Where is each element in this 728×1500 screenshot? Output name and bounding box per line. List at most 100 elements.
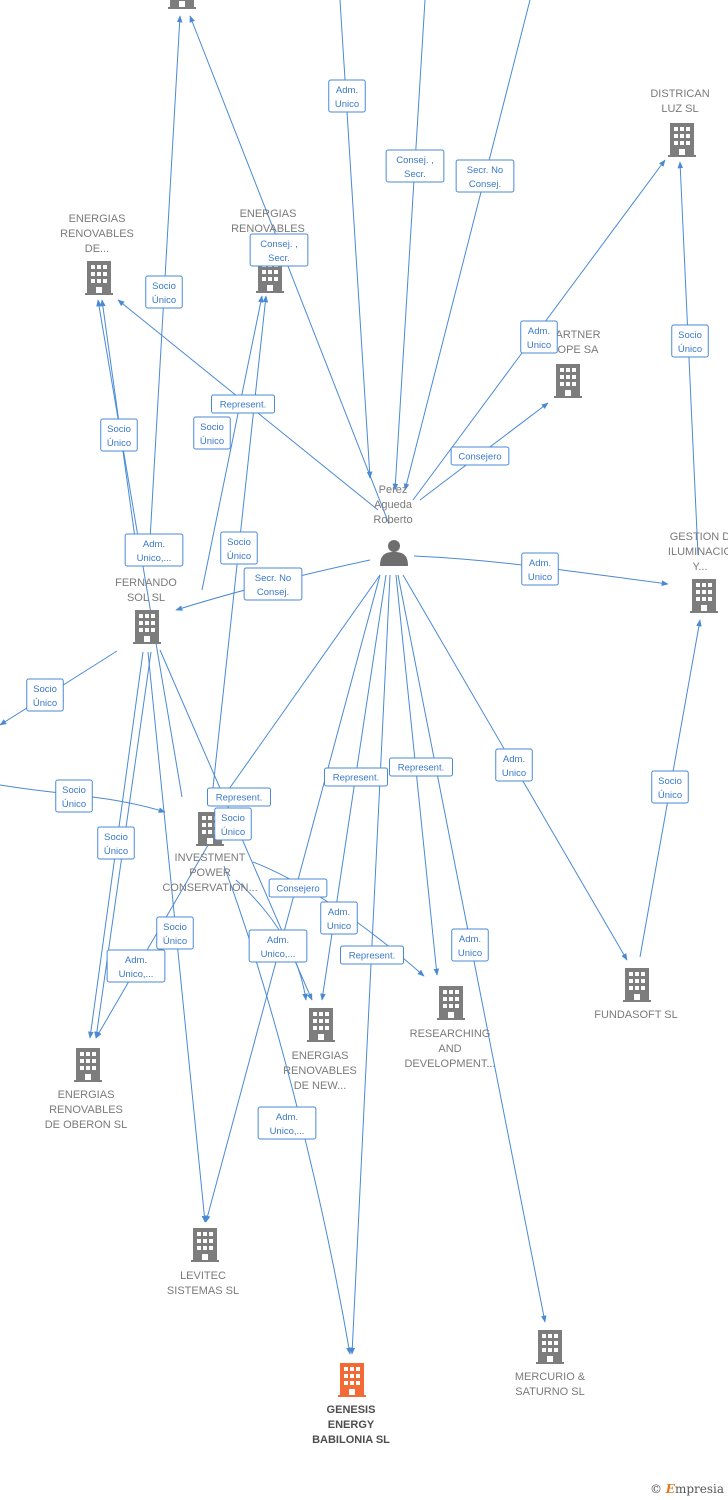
node-levitec[interactable]: LEVITEC SISTEMAS SL bbox=[167, 1228, 239, 1297]
edge-label-text: Único bbox=[107, 438, 131, 449]
node-er-de[interactable]: ENERGIASRENOVABLESDE... bbox=[60, 213, 134, 295]
edge-label-l1[interactable]: Adm.Unico bbox=[328, 79, 366, 113]
edge-label-text: Represent. bbox=[398, 763, 444, 774]
edge-label-l11[interactable]: Consejero bbox=[450, 446, 510, 466]
node-label-line: MERCURIO & bbox=[515, 1371, 586, 1383]
node-label-line: RENOVABLES bbox=[60, 228, 134, 240]
edge-label-text: Adm. bbox=[528, 326, 550, 337]
edge-label-l30[interactable]: Represent. bbox=[340, 945, 404, 965]
edge-label-l18[interactable]: Represent. bbox=[324, 767, 388, 787]
node-label-line: Agueda bbox=[374, 499, 413, 511]
edge-label-box bbox=[55, 779, 93, 813]
edge-label-text: Unico,... bbox=[270, 1126, 305, 1137]
edge-label-l12[interactable]: Adm.Unico,... bbox=[124, 533, 184, 567]
edge-label-l6[interactable]: Adm.Unico bbox=[520, 320, 558, 354]
edge-label-text: Consej. , bbox=[260, 239, 298, 250]
node-gestion[interactable]: GESTION DILUMINACIOY... bbox=[668, 531, 728, 613]
node-label-line: ENERGIAS bbox=[58, 1089, 115, 1101]
edge-label-l32[interactable]: Adm. Unico,... bbox=[257, 1106, 317, 1140]
edge-label-l25[interactable]: Consejero bbox=[268, 878, 328, 898]
edge-label-text: Único bbox=[227, 551, 251, 562]
edge-label-box bbox=[520, 320, 558, 354]
edge-label-box bbox=[145, 275, 183, 309]
node-label-line: DISTRICAN bbox=[650, 88, 709, 100]
edge-label-box bbox=[328, 79, 366, 113]
edge-label-text: Adm. bbox=[276, 1112, 298, 1123]
building-icon bbox=[191, 1228, 219, 1262]
node-top[interactable] bbox=[168, 0, 196, 9]
edge-label-box bbox=[220, 531, 258, 565]
edge-label-l26[interactable]: Adm.Unico bbox=[320, 901, 358, 935]
edge-label-l21[interactable]: Represent. bbox=[207, 787, 271, 807]
edge-label-text: Consej. bbox=[469, 179, 501, 190]
node-label-line: SISTEMAS SL bbox=[167, 1285, 239, 1297]
edge-label-box bbox=[248, 929, 308, 963]
edge-label-l29[interactable]: Adm.Unico,... bbox=[106, 949, 166, 983]
edge-label-text: Socio bbox=[678, 330, 702, 341]
node-label-line: LEVITEC bbox=[180, 1270, 226, 1282]
edge-label-l28[interactable]: Adm.Unico,... bbox=[248, 929, 308, 963]
edge-24 bbox=[216, 574, 381, 807]
edge-label-text: Adm. bbox=[336, 85, 358, 96]
edge-label-l2[interactable]: Consej. ,Secr. bbox=[385, 149, 445, 183]
node-researching[interactable]: RESEARCHINGANDDEVELOPMENT... bbox=[404, 986, 496, 1070]
building-icon bbox=[133, 610, 161, 644]
building-icon bbox=[623, 968, 651, 1002]
node-label-line: BABILONIA SL bbox=[312, 1434, 390, 1446]
edge-label-box bbox=[26, 678, 64, 712]
edge-label-box bbox=[257, 1106, 317, 1140]
edges-layer bbox=[0, 0, 702, 1355]
node-mercurio[interactable]: MERCURIO &SATURNO SL bbox=[515, 1330, 586, 1398]
edge-13 bbox=[677, 161, 699, 556]
node-investment[interactable]: INVESTMENTPOWERCONSERVATION... bbox=[162, 812, 258, 894]
edge-label-text: Consej. bbox=[257, 587, 289, 598]
edge-label-box bbox=[243, 567, 303, 601]
edge-label-text: Unico,... bbox=[137, 553, 172, 564]
edge-label-l19[interactable]: Represent. bbox=[389, 757, 453, 777]
edge-label-text: Único bbox=[152, 295, 176, 306]
edge-label-l5[interactable]: Consej. ,Secr. bbox=[249, 233, 309, 267]
edge-label-text: Consejero bbox=[458, 452, 501, 463]
node-fundasoft[interactable]: FUNDASOFT SL bbox=[594, 968, 678, 1021]
node-label-line: DE NEW... bbox=[294, 1080, 347, 1092]
edge-label-box bbox=[211, 394, 275, 414]
edge-label-box bbox=[214, 807, 252, 841]
edge-label-text: Represent. bbox=[333, 773, 379, 784]
edge-label-l8[interactable]: Represent. bbox=[211, 394, 275, 414]
building-icon bbox=[168, 0, 196, 9]
edge-label-box bbox=[651, 770, 689, 804]
edge-label-text: Socio bbox=[200, 422, 224, 433]
edge-label-l31[interactable]: Adm.Unico bbox=[451, 928, 489, 962]
edge-label-l20[interactable]: Adm.Unico bbox=[495, 748, 533, 782]
node-label-line: ENERGIAS bbox=[69, 213, 126, 225]
empresia-brand[interactable]: © Empresia bbox=[650, 1482, 724, 1496]
edge-label-box bbox=[385, 149, 445, 183]
edge-7 bbox=[201, 295, 264, 591]
brand-initial: E bbox=[665, 1482, 675, 1496]
building-icon bbox=[668, 123, 696, 157]
edge-label-l15[interactable]: Adm.Unico bbox=[521, 552, 559, 586]
